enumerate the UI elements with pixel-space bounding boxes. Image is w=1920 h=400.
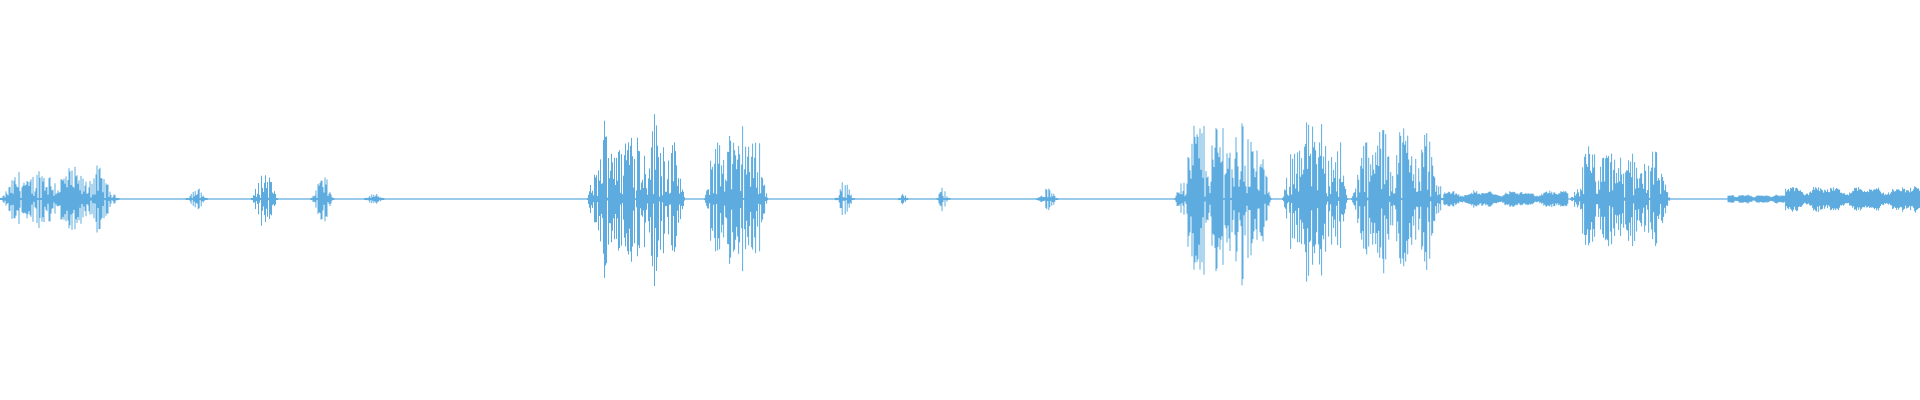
waveform-segment [898,194,909,205]
waveform-segment [1036,188,1059,211]
waveform-segment [251,175,278,226]
waveform-peaks [1174,123,1272,286]
waveform-peaks [1282,122,1349,282]
waveform-segment [1570,146,1671,247]
waveform-segment [936,187,951,212]
waveform-peaks [1443,190,1569,208]
waveform-peaks [834,182,855,215]
waveform-peaks [310,177,335,222]
waveform-segment [1785,186,1920,213]
waveform-segment [1443,190,1569,208]
waveform-segment [704,126,769,272]
waveform-segment [834,182,855,215]
waveform-peaks [587,114,685,286]
waveform-peaks [364,194,385,204]
waveform-peaks [1785,186,1920,213]
waveform-peaks [898,194,909,205]
waveform-peaks [1036,188,1059,211]
waveform-segment [185,188,208,210]
waveform-peaks [0,165,120,233]
waveform-segment [1282,122,1349,282]
waveform-segment [364,194,385,204]
waveform-peaks [936,187,951,212]
waveform-peaks [1727,194,1786,204]
waveform-peaks [704,126,769,272]
waveform-peaks [185,188,208,210]
waveform-peaks [251,175,278,226]
waveform-peaks [1570,146,1671,247]
waveform-segment [310,177,335,222]
waveform-peaks [1351,128,1445,274]
waveform-segment [0,165,120,233]
waveform-segment [1727,194,1786,204]
waveform-segment [587,114,685,286]
waveform-segment [1174,123,1272,286]
waveform-segment [1351,128,1445,274]
